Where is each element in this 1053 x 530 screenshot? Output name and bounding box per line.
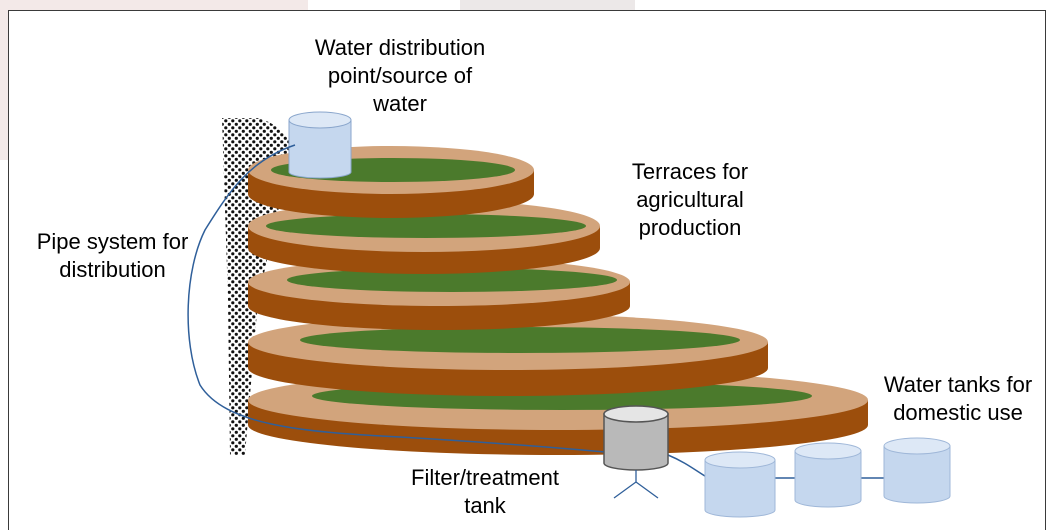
terrace-level-3 [248,258,630,330]
terrace-level-2 [248,200,600,274]
domestic-tank-3-icon [883,437,951,504]
source-label: Water distribution point/source of water [314,35,486,116]
distribution-pipe [187,144,606,453]
field-2 [266,214,586,238]
domestic-label: Water tanks for domestic use [883,372,1033,425]
field-3 [287,268,617,292]
source-tank-icon [288,111,352,179]
background-strip [460,0,635,10]
terrace-level-4 [248,314,768,396]
filter-tank-icon [603,405,669,499]
pipe-label: Pipe system for distribution [36,229,189,282]
filter-label: Filter/treatment tank [411,465,559,518]
domestic-tank-2-icon [794,442,862,508]
terraces-label: Terraces for agricultural production [631,159,749,240]
domestic-tank-1-icon [704,451,776,518]
field-4 [300,327,740,353]
